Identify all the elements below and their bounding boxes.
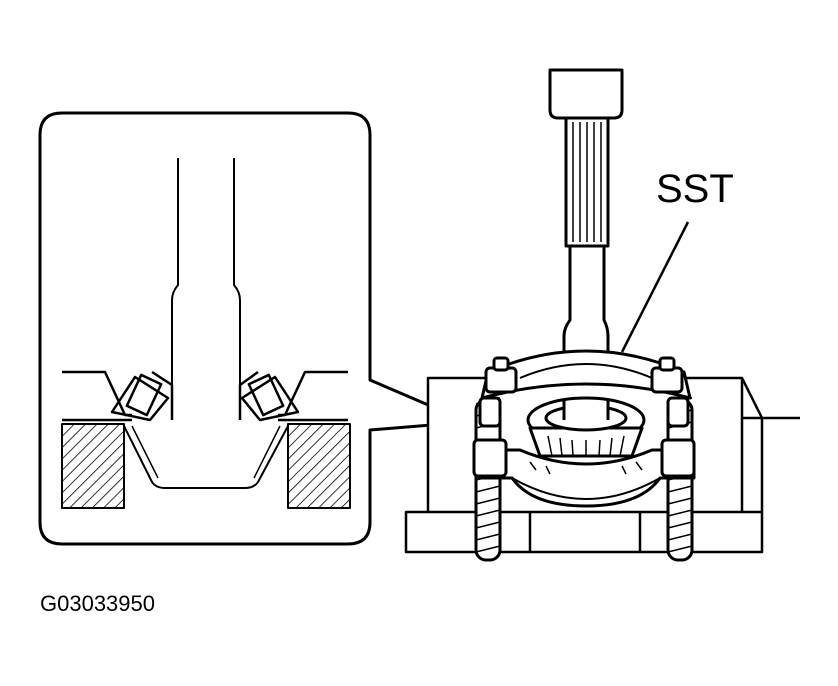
inset-block-right xyxy=(287,423,351,509)
inset-bearing-left xyxy=(110,370,174,422)
inset-frame xyxy=(38,111,470,546)
sst-label: SST xyxy=(656,167,734,211)
inset-bore xyxy=(123,425,289,489)
sst-upper-plate xyxy=(480,349,692,400)
inset-plate xyxy=(62,370,348,422)
nut-bottom-right xyxy=(660,438,696,478)
detail-inset xyxy=(38,111,470,546)
figure-code: G03033950 xyxy=(40,591,155,616)
inset-shaft xyxy=(171,158,241,400)
press-ram xyxy=(548,68,624,120)
press-assembly xyxy=(404,68,800,562)
sst-leader-line xyxy=(620,221,690,353)
nut-top-right xyxy=(650,366,684,394)
spline-lines xyxy=(572,122,602,242)
inset-bearing-right xyxy=(238,370,300,422)
bearing xyxy=(526,396,646,458)
nut-top-left xyxy=(484,366,518,394)
inset-block-left xyxy=(61,423,125,509)
nut-bottom-left xyxy=(472,438,508,478)
